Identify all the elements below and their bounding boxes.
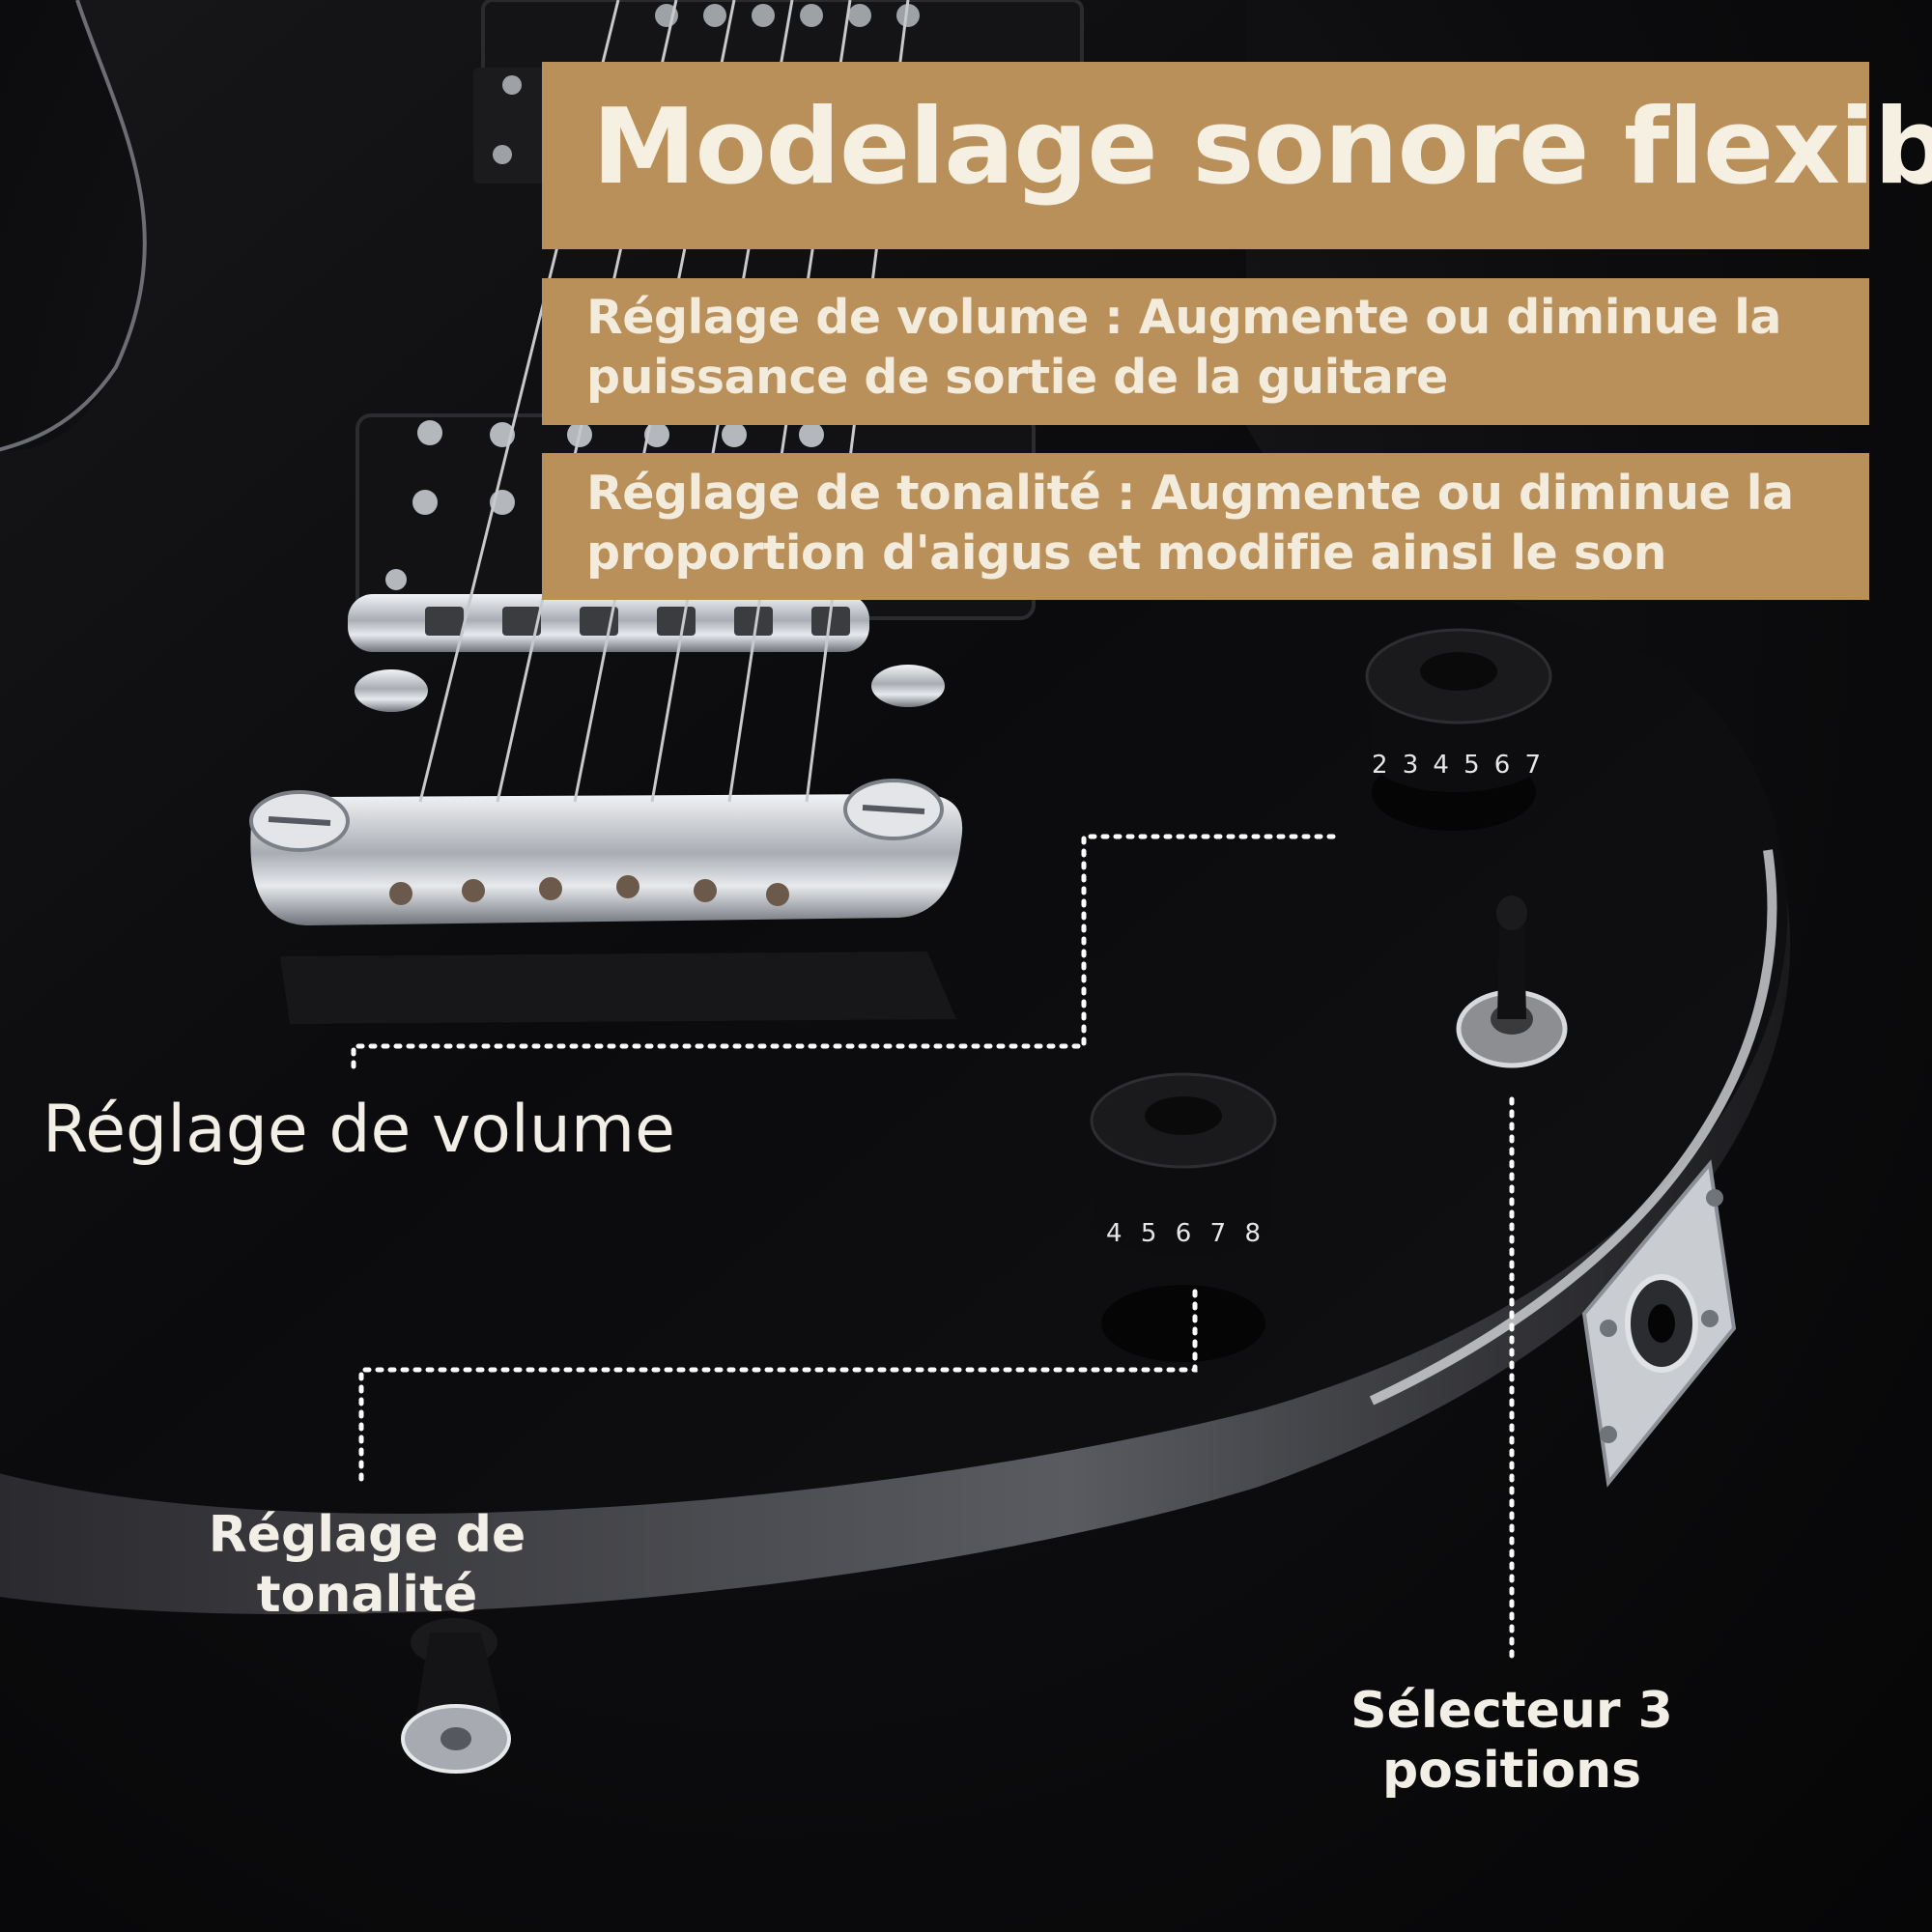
feature-banner-volume: [542, 278, 1869, 425]
toggle-switch: [1456, 895, 1568, 1068]
volume-knob-numbers: 2 3 4 5 6 7: [1372, 751, 1541, 780]
callout-tone: Réglage de tonalité: [208, 1506, 526, 1624]
strap-button: [401, 1618, 511, 1774]
page-title: Modelage sonore flexible: [592, 87, 1932, 208]
tone-knob: 4 5 6 7 8: [1090, 1072, 1277, 1362]
callout-switch: Sélecteur 3 positions: [1350, 1682, 1673, 1800]
leader-tone: [358, 1289, 1198, 1491]
output-jack: [1581, 1159, 1737, 1488]
callout-volume: Réglage de volume: [43, 1092, 675, 1168]
body-rim: [0, 898, 1791, 1615]
tone-knob-numbers: 4 5 6 7 8: [1106, 1219, 1261, 1248]
guitar-body: [0, 0, 1788, 1514]
leader-volume: [351, 834, 1336, 1077]
feature-volume-text: Réglage de volume : Augmente ou diminue …: [586, 290, 1781, 405]
feature-banner-tone: [542, 453, 1869, 600]
volume-knob: 2 3 4 5 6 7: [1365, 628, 1552, 831]
title-banner: [542, 62, 1869, 249]
feature-tone-text: Réglage de tonalité : Augmente ou diminu…: [586, 466, 1794, 581]
leader-lines: [351, 834, 1515, 1660]
